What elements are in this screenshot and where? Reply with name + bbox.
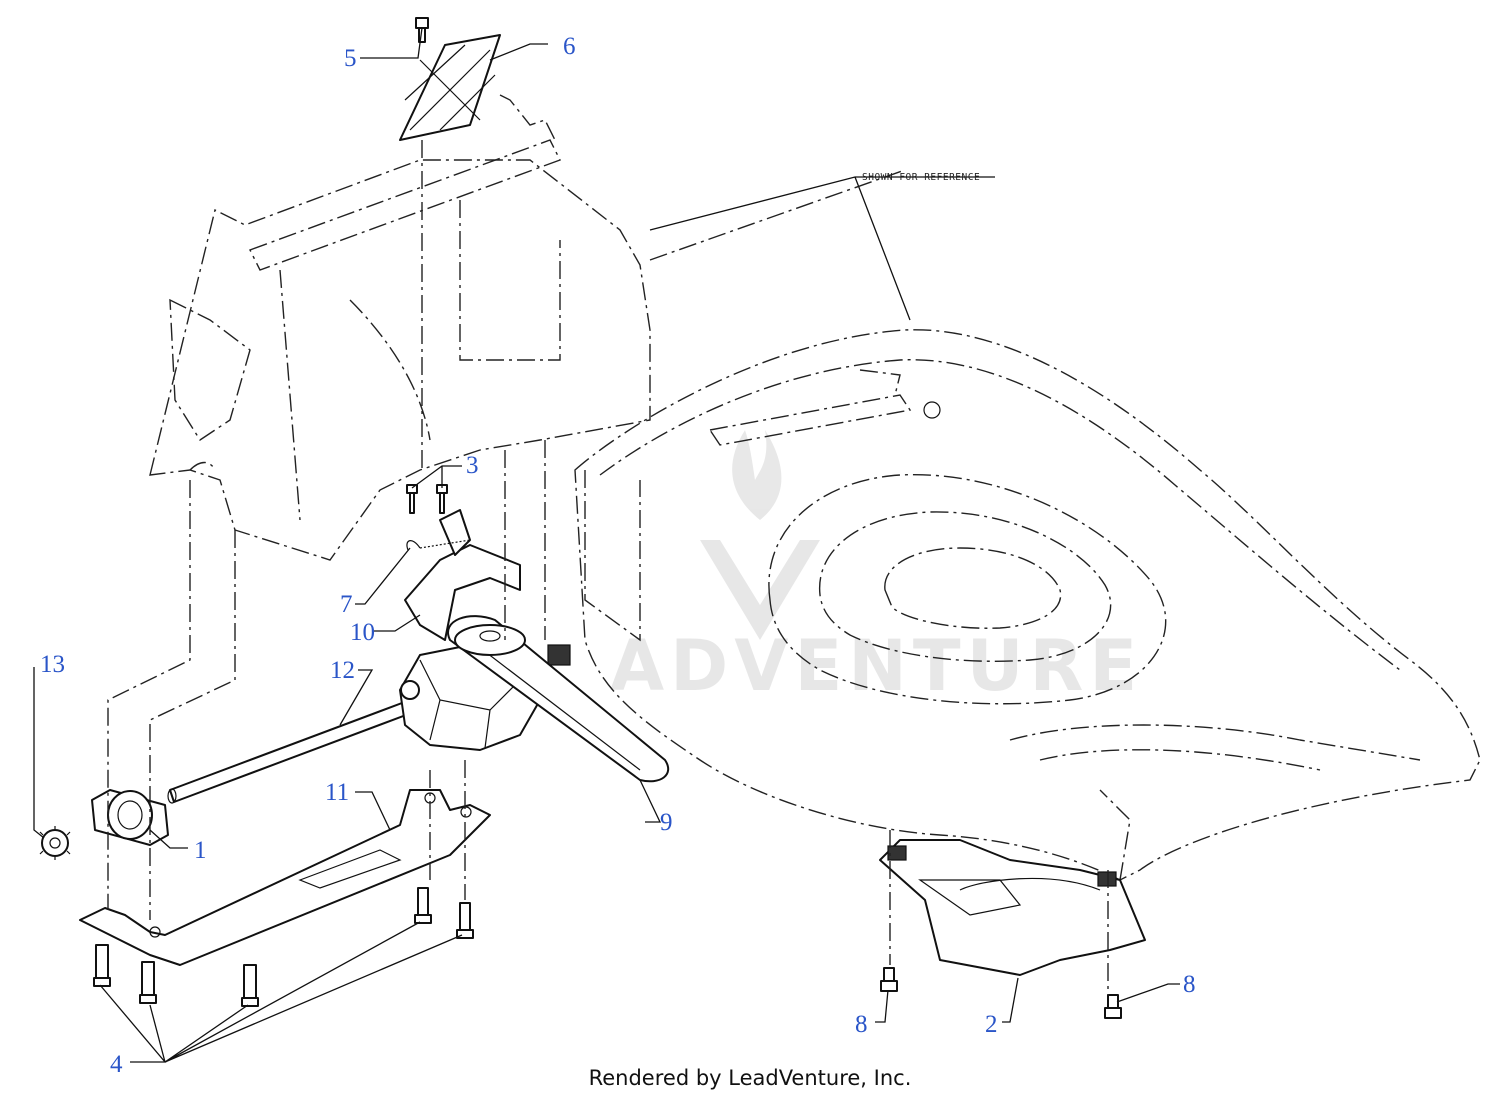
watermark-text: ADVENTURE (610, 625, 1143, 707)
callout-10[interactable]: 10 (350, 619, 375, 646)
callout-13[interactable]: 13 (40, 651, 65, 678)
callout-6[interactable]: 6 (563, 33, 576, 60)
bolts-part-8 (880, 967, 1122, 1019)
watermark-logo: ADVENTURE (610, 430, 1143, 707)
callout-1[interactable]: 1 (194, 837, 207, 864)
cover-plate-part-11 (79, 789, 491, 966)
pinion-gear-part-13 (39, 826, 71, 860)
callout-12[interactable]: 12 (330, 657, 355, 684)
axle-part-12 (167, 699, 415, 804)
callout-11[interactable]: 11 (325, 779, 349, 806)
callout-3[interactable]: 3 (466, 452, 479, 479)
bolts-part-4 (93, 887, 474, 1007)
rear-housing-reference (149, 94, 906, 561)
alignment-lines (107, 440, 1109, 995)
bearing-part-1 (91, 789, 169, 846)
mower-deck-reference (574, 329, 1481, 881)
rear-guard-part-2 (879, 839, 1146, 976)
callout-2[interactable]: 2 (985, 1011, 998, 1038)
drive-belt-part-9 (447, 615, 670, 783)
callout-9[interactable]: 9 (660, 809, 673, 836)
screws-part-3 (406, 484, 448, 514)
callout-5[interactable]: 5 (344, 45, 357, 72)
callout-8-right[interactable]: 8 (1183, 971, 1196, 998)
callout-4[interactable]: 4 (110, 1051, 123, 1078)
callout-7[interactable]: 7 (340, 591, 353, 618)
leader-lines (33, 27, 1180, 1063)
callout-8-left[interactable]: 8 (855, 1011, 868, 1038)
footer-credit: Rendered by LeadVenture, Inc. (588, 1066, 912, 1090)
filter-screen-part-6 (399, 34, 501, 141)
spring-part-7 (406, 539, 471, 551)
reference-note: SHOWN FOR REFERENCE (862, 172, 980, 183)
